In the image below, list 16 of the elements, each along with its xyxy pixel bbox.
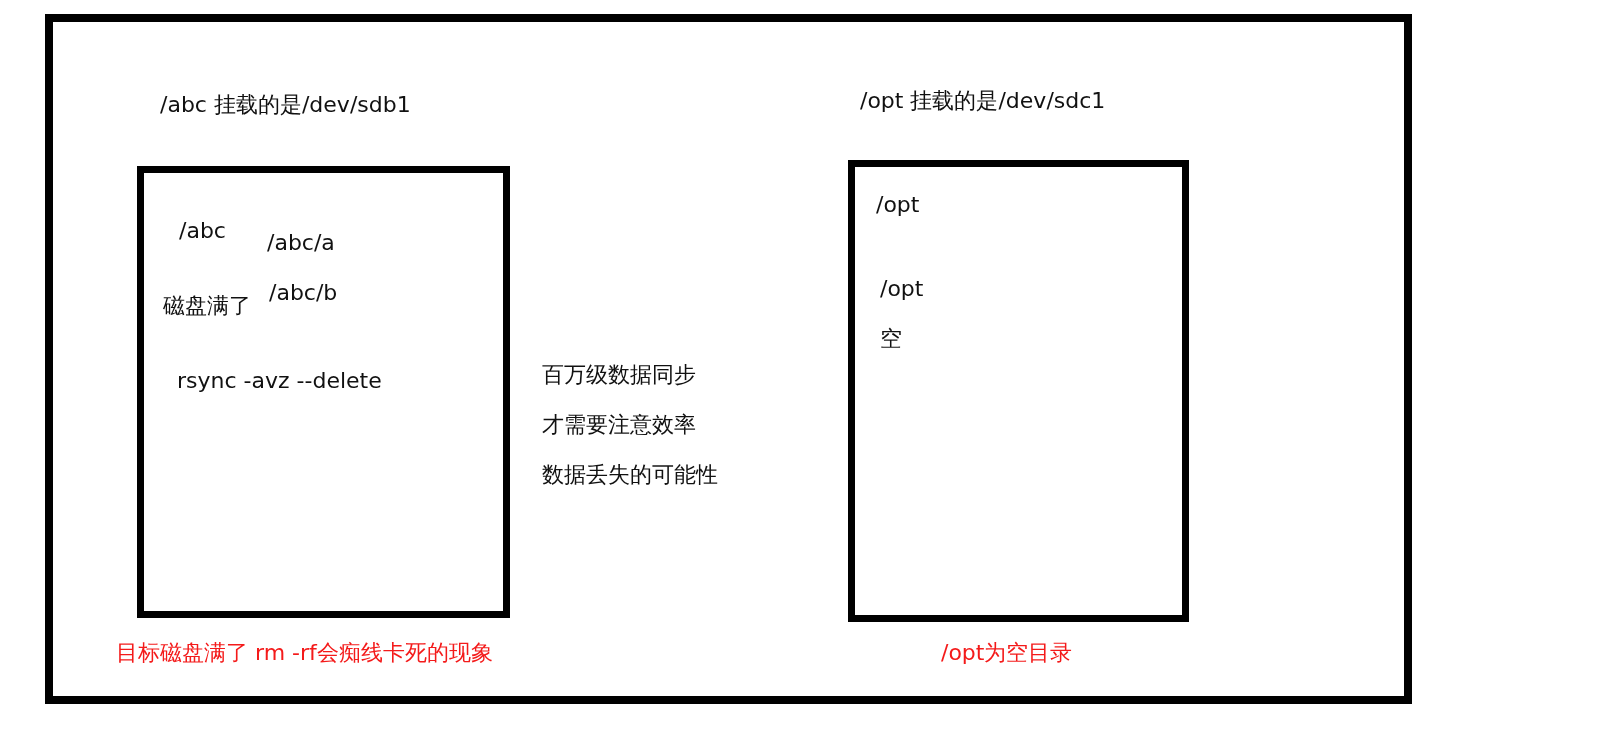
- path-text: /opt: [880, 276, 924, 302]
- path-text: 空: [880, 326, 902, 352]
- mount-caption: /abc 挂载的是/dev/sdb1: [160, 92, 411, 118]
- path-text: /abc: [179, 218, 226, 244]
- note-text: 才需要注意效率: [542, 412, 696, 438]
- path-text: /opt: [876, 192, 920, 218]
- path-text: /abc/b: [269, 280, 338, 306]
- path-text: /abc/a: [267, 230, 335, 256]
- path-text: rsync -avz --delete: [177, 368, 382, 394]
- frame-box: [45, 14, 1412, 704]
- mount-caption: /opt 挂载的是/dev/sdc1: [860, 88, 1106, 114]
- note-text: /opt为空目录: [941, 640, 1073, 666]
- note-text: 目标磁盘满了 rm -rf会痴线卡死的现象: [116, 640, 493, 666]
- note-text: 数据丢失的可能性: [542, 462, 718, 488]
- note-text: 百万级数据同步: [542, 362, 696, 388]
- path-text: 磁盘满了: [163, 293, 251, 319]
